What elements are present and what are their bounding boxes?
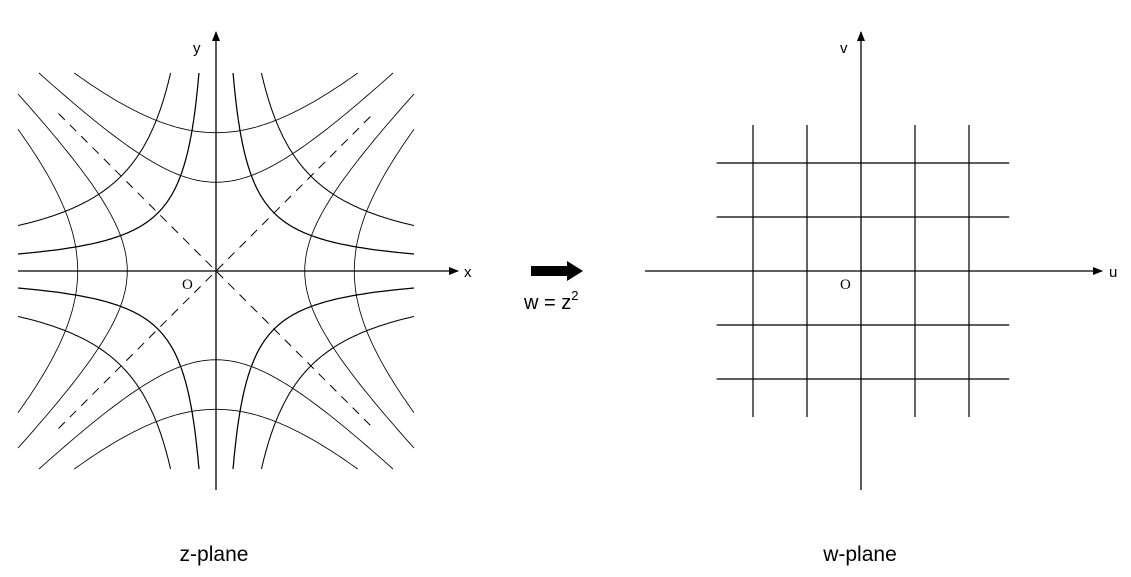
z-plane-x-axis-label: x (464, 264, 472, 281)
hyperbola-xy-curve (260, 72, 415, 227)
diagonal-line-y-equals-minus-x (58, 113, 374, 429)
z-plane-y-axis-label: y (193, 40, 201, 57)
mapping-arrow-icon (531, 261, 583, 281)
mapping-arrow-group: w = z2 (523, 261, 583, 314)
mapping-function-exponent: 2 (571, 288, 578, 303)
z-plane-diagonal-lines (58, 113, 374, 429)
w-plane-panel: u v O w-plane (645, 31, 1117, 566)
diagonal-line-y-equals-x (58, 113, 374, 429)
w-plane-v-axis-label: v (840, 40, 848, 57)
mapping-function-main: w = z (523, 292, 571, 314)
hyperbola-xy-curve (17, 72, 200, 255)
hyperbola-xy-curve (260, 315, 415, 470)
w-plane-origin-label: O (840, 277, 851, 293)
z-plane-panel: x y O z-plane (17, 31, 472, 566)
z-plane-caption: z-plane (180, 543, 249, 566)
z-plane-origin-label: O (182, 277, 193, 293)
w-plane-u-axis-label: u (1109, 264, 1117, 281)
w-plane-caption: w-plane (822, 543, 897, 566)
mapping-function-label: w = z2 (523, 288, 578, 314)
hyperbola-xy-curve (17, 287, 200, 470)
